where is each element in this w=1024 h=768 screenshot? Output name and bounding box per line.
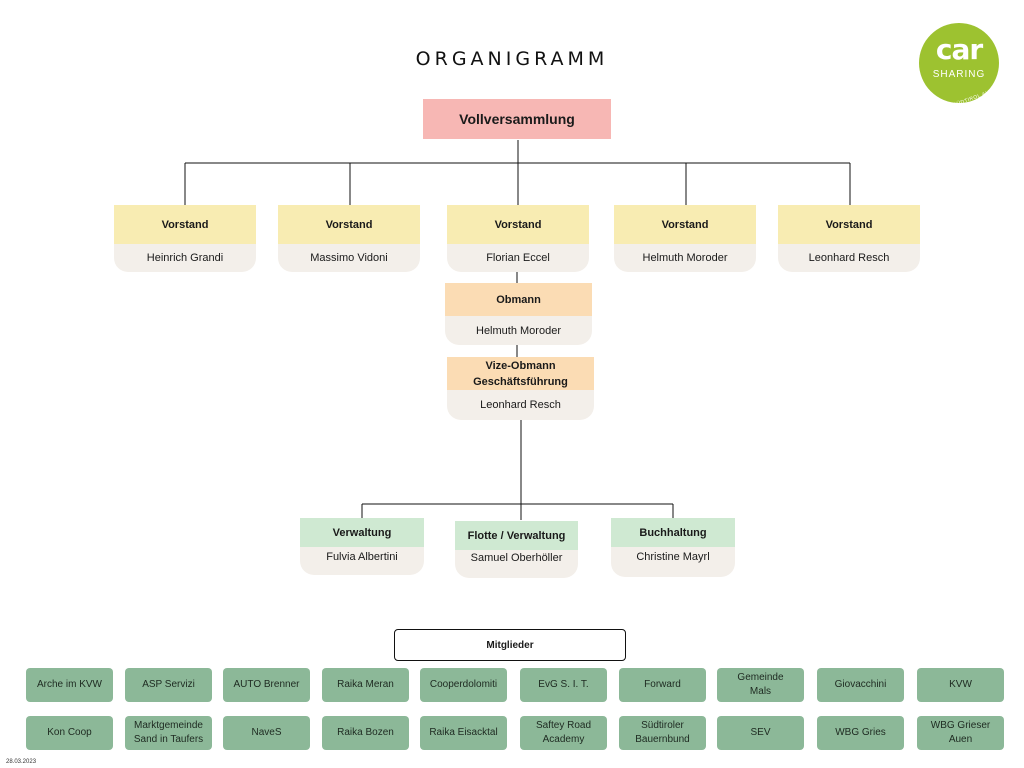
node-vorstand-2: Vorstand Massimo Vidoni (278, 205, 420, 272)
node-person: Helmuth Moroder (642, 252, 728, 264)
member-label: Raika Meran (337, 679, 394, 690)
node-person: Christine Mayrl (636, 551, 710, 563)
member-label: Gemeinde (737, 672, 784, 683)
member-item: EvG S. I. T. (520, 668, 607, 702)
node-verwaltung: Verwaltung Fulvia Albertini (300, 518, 424, 575)
member-item: Cooperdolomiti (420, 668, 507, 702)
node-role: Obmann (445, 283, 592, 316)
member-label: Saftey Road (535, 720, 592, 731)
member-label: Mals (749, 686, 772, 697)
member-item: SEV (717, 716, 804, 750)
member-item: NaveS (223, 716, 310, 750)
member-label: WBG Gries (835, 727, 886, 738)
member-label: NaveS (251, 727, 282, 738)
node-buchhaltung: Buchhaltung Christine Mayrl (611, 518, 735, 577)
member-label: WBG Grieser (930, 720, 991, 731)
member-item: Giovacchini (817, 668, 904, 702)
node-person: Leonhard Resch (808, 252, 890, 264)
node-person: Fulvia Albertini (326, 551, 398, 563)
member-label: EvG S. I. T. (538, 679, 589, 690)
member-label: Academy (542, 734, 585, 745)
node-role: Verwaltung (300, 518, 424, 547)
member-label: Raika Bozen (337, 727, 394, 738)
member-item: Kon Coop (26, 716, 113, 750)
member-item: WBG Gries (817, 716, 904, 750)
member-label: KVW (949, 679, 972, 690)
node-vollversammlung: Vollversammlung (423, 99, 611, 139)
node-role: Vorstand (114, 205, 256, 244)
member-label: ASP Servizi (142, 679, 195, 690)
node-role-line2: Geschäftsführung (473, 375, 568, 388)
member-item: Raika Eisacktal (420, 716, 507, 750)
node-role: Vorstand (447, 205, 589, 244)
member-label: Bauernbund (635, 734, 690, 745)
member-label: Marktgemeinde (134, 720, 203, 731)
node-person: Leonhard Resch (480, 399, 561, 411)
node-flotte-verwaltung: Flotte / Verwaltung Samuel Oberhöller (455, 521, 578, 578)
document-date: 28.03.2023 (6, 759, 37, 765)
node-role: Vorstand (278, 205, 420, 244)
logo-word: car (935, 33, 983, 66)
member-label: Kon Coop (47, 727, 92, 738)
node-vorstand-3: Vorstand Florian Eccel (447, 205, 589, 272)
member-item: Raika Meran (322, 668, 409, 702)
member-item: Forward (619, 668, 706, 702)
member-item: Arche im KVW (26, 668, 113, 702)
member-label: Sand in Taufers (133, 734, 204, 745)
carsharing-logo: car SHARING SÜDTIROL ALTO ADIGE (919, 23, 999, 108)
member-label: Raika Eisacktal (429, 727, 498, 738)
page-title: ORGANIGRAMM (415, 48, 609, 70)
node-role: Vorstand (614, 205, 756, 244)
node-vorstand-5: Vorstand Leonhard Resch (778, 205, 920, 272)
member-item: Raika Bozen (322, 716, 409, 750)
node-vorstand-1: Vorstand Heinrich Grandi (114, 205, 256, 272)
node-role-line1: Vize-Obmann (485, 359, 556, 372)
node-role: Flotte / Verwaltung (455, 521, 578, 550)
member-label: Arche im KVW (36, 679, 102, 690)
members-heading: Mitglieder (394, 629, 626, 661)
member-item: ASP Servizi (125, 668, 212, 702)
node-role: Buchhaltung (611, 518, 735, 547)
member-label: Giovacchini (834, 679, 887, 690)
member-label: Cooperdolomiti (429, 679, 498, 690)
node-person: Florian Eccel (486, 252, 550, 264)
node-vorstand-4: Vorstand Helmuth Moroder (614, 205, 756, 272)
member-label: Forward (644, 679, 681, 690)
member-label: Auen (948, 734, 973, 745)
node-obmann: Obmann Helmuth Moroder (445, 283, 592, 345)
node-person: Massimo Vidoni (310, 252, 388, 264)
node-person: Heinrich Grandi (146, 252, 224, 264)
node-person: Helmuth Moroder (476, 324, 561, 337)
logo-sub: SHARING (932, 69, 986, 80)
node-vize-obmann: Vize-Obmann Geschäftsführung Leonhard Re… (447, 357, 594, 420)
member-label: Südtiroler (641, 720, 684, 731)
member-label: AUTO Brenner (233, 679, 300, 690)
member-item: KVW (917, 668, 1004, 702)
member-label: SEV (750, 727, 771, 738)
node-person: Samuel Oberhöller (470, 552, 563, 564)
member-item: AUTO Brenner (223, 668, 310, 702)
node-role: Vorstand (778, 205, 920, 244)
